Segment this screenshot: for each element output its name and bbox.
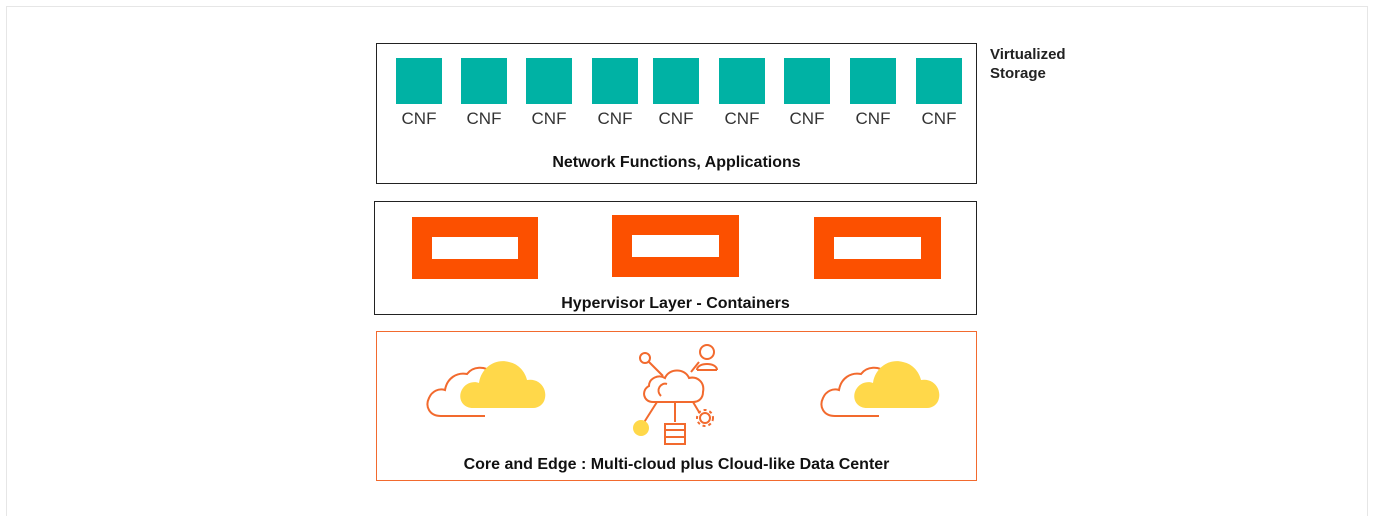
cloud-icon xyxy=(820,361,940,417)
cloud-icon xyxy=(426,361,546,417)
cnf-label: CNF xyxy=(597,109,633,128)
hypervisor-title: Hypervisor Layer - Containers xyxy=(561,295,790,312)
core-edge-layer: Core and Edge : Multi-cloud plus Cloud-l… xyxy=(376,331,977,481)
cnf-square xyxy=(396,58,442,104)
cnf-block: CNF xyxy=(396,58,442,128)
cnf-label: CNF xyxy=(921,109,957,128)
canvas-frame xyxy=(6,6,1368,516)
cnf-block: CNF xyxy=(916,58,962,128)
cnf-block: CNF xyxy=(526,58,572,128)
cnf-square xyxy=(784,58,830,104)
hypervisor-layer: Hypervisor Layer - Containers xyxy=(374,201,977,315)
cnf-block: CNF xyxy=(592,58,638,128)
cnf-square xyxy=(653,58,699,104)
cnf-label: CNF xyxy=(531,109,567,128)
cnf-square xyxy=(592,58,638,104)
side-label-line1: Virtualized xyxy=(990,46,1066,63)
cnf-label: CNF xyxy=(466,109,502,128)
cnf-block: CNF xyxy=(653,58,699,128)
core-edge-title: Core and Edge : Multi-cloud plus Cloud-l… xyxy=(463,456,890,473)
cnf-label: CNF xyxy=(658,109,694,128)
cnf-square xyxy=(461,58,507,104)
container-icon-inner xyxy=(632,235,719,257)
container-icon-inner xyxy=(432,237,518,259)
virtualized-storage-label: Virtualized Storage xyxy=(990,45,1066,83)
container-icon xyxy=(612,215,739,277)
container-icon xyxy=(814,217,941,279)
cnf-square xyxy=(526,58,572,104)
cnf-block: CNF xyxy=(784,58,830,128)
cnf-square xyxy=(719,58,765,104)
cnf-square xyxy=(916,58,962,104)
cnf-label: CNF xyxy=(855,109,891,128)
cnf-block: CNF xyxy=(461,58,507,128)
network-functions-layer: CNF CNF CNF CNF CNF CNF CNF CNF CNF Netw… xyxy=(376,43,977,184)
cnf-label: CNF xyxy=(401,109,437,128)
container-icon xyxy=(412,217,538,279)
cnf-block: CNF xyxy=(850,58,896,128)
cnf-square xyxy=(850,58,896,104)
cnf-block: CNF xyxy=(719,58,765,128)
container-icon-inner xyxy=(834,237,921,259)
network-functions-title: Network Functions, Applications xyxy=(552,154,801,171)
side-label-line2: Storage xyxy=(990,65,1046,82)
cloud-network-icon xyxy=(633,344,718,445)
cnf-label: CNF xyxy=(789,109,825,128)
cnf-label: CNF xyxy=(724,109,760,128)
